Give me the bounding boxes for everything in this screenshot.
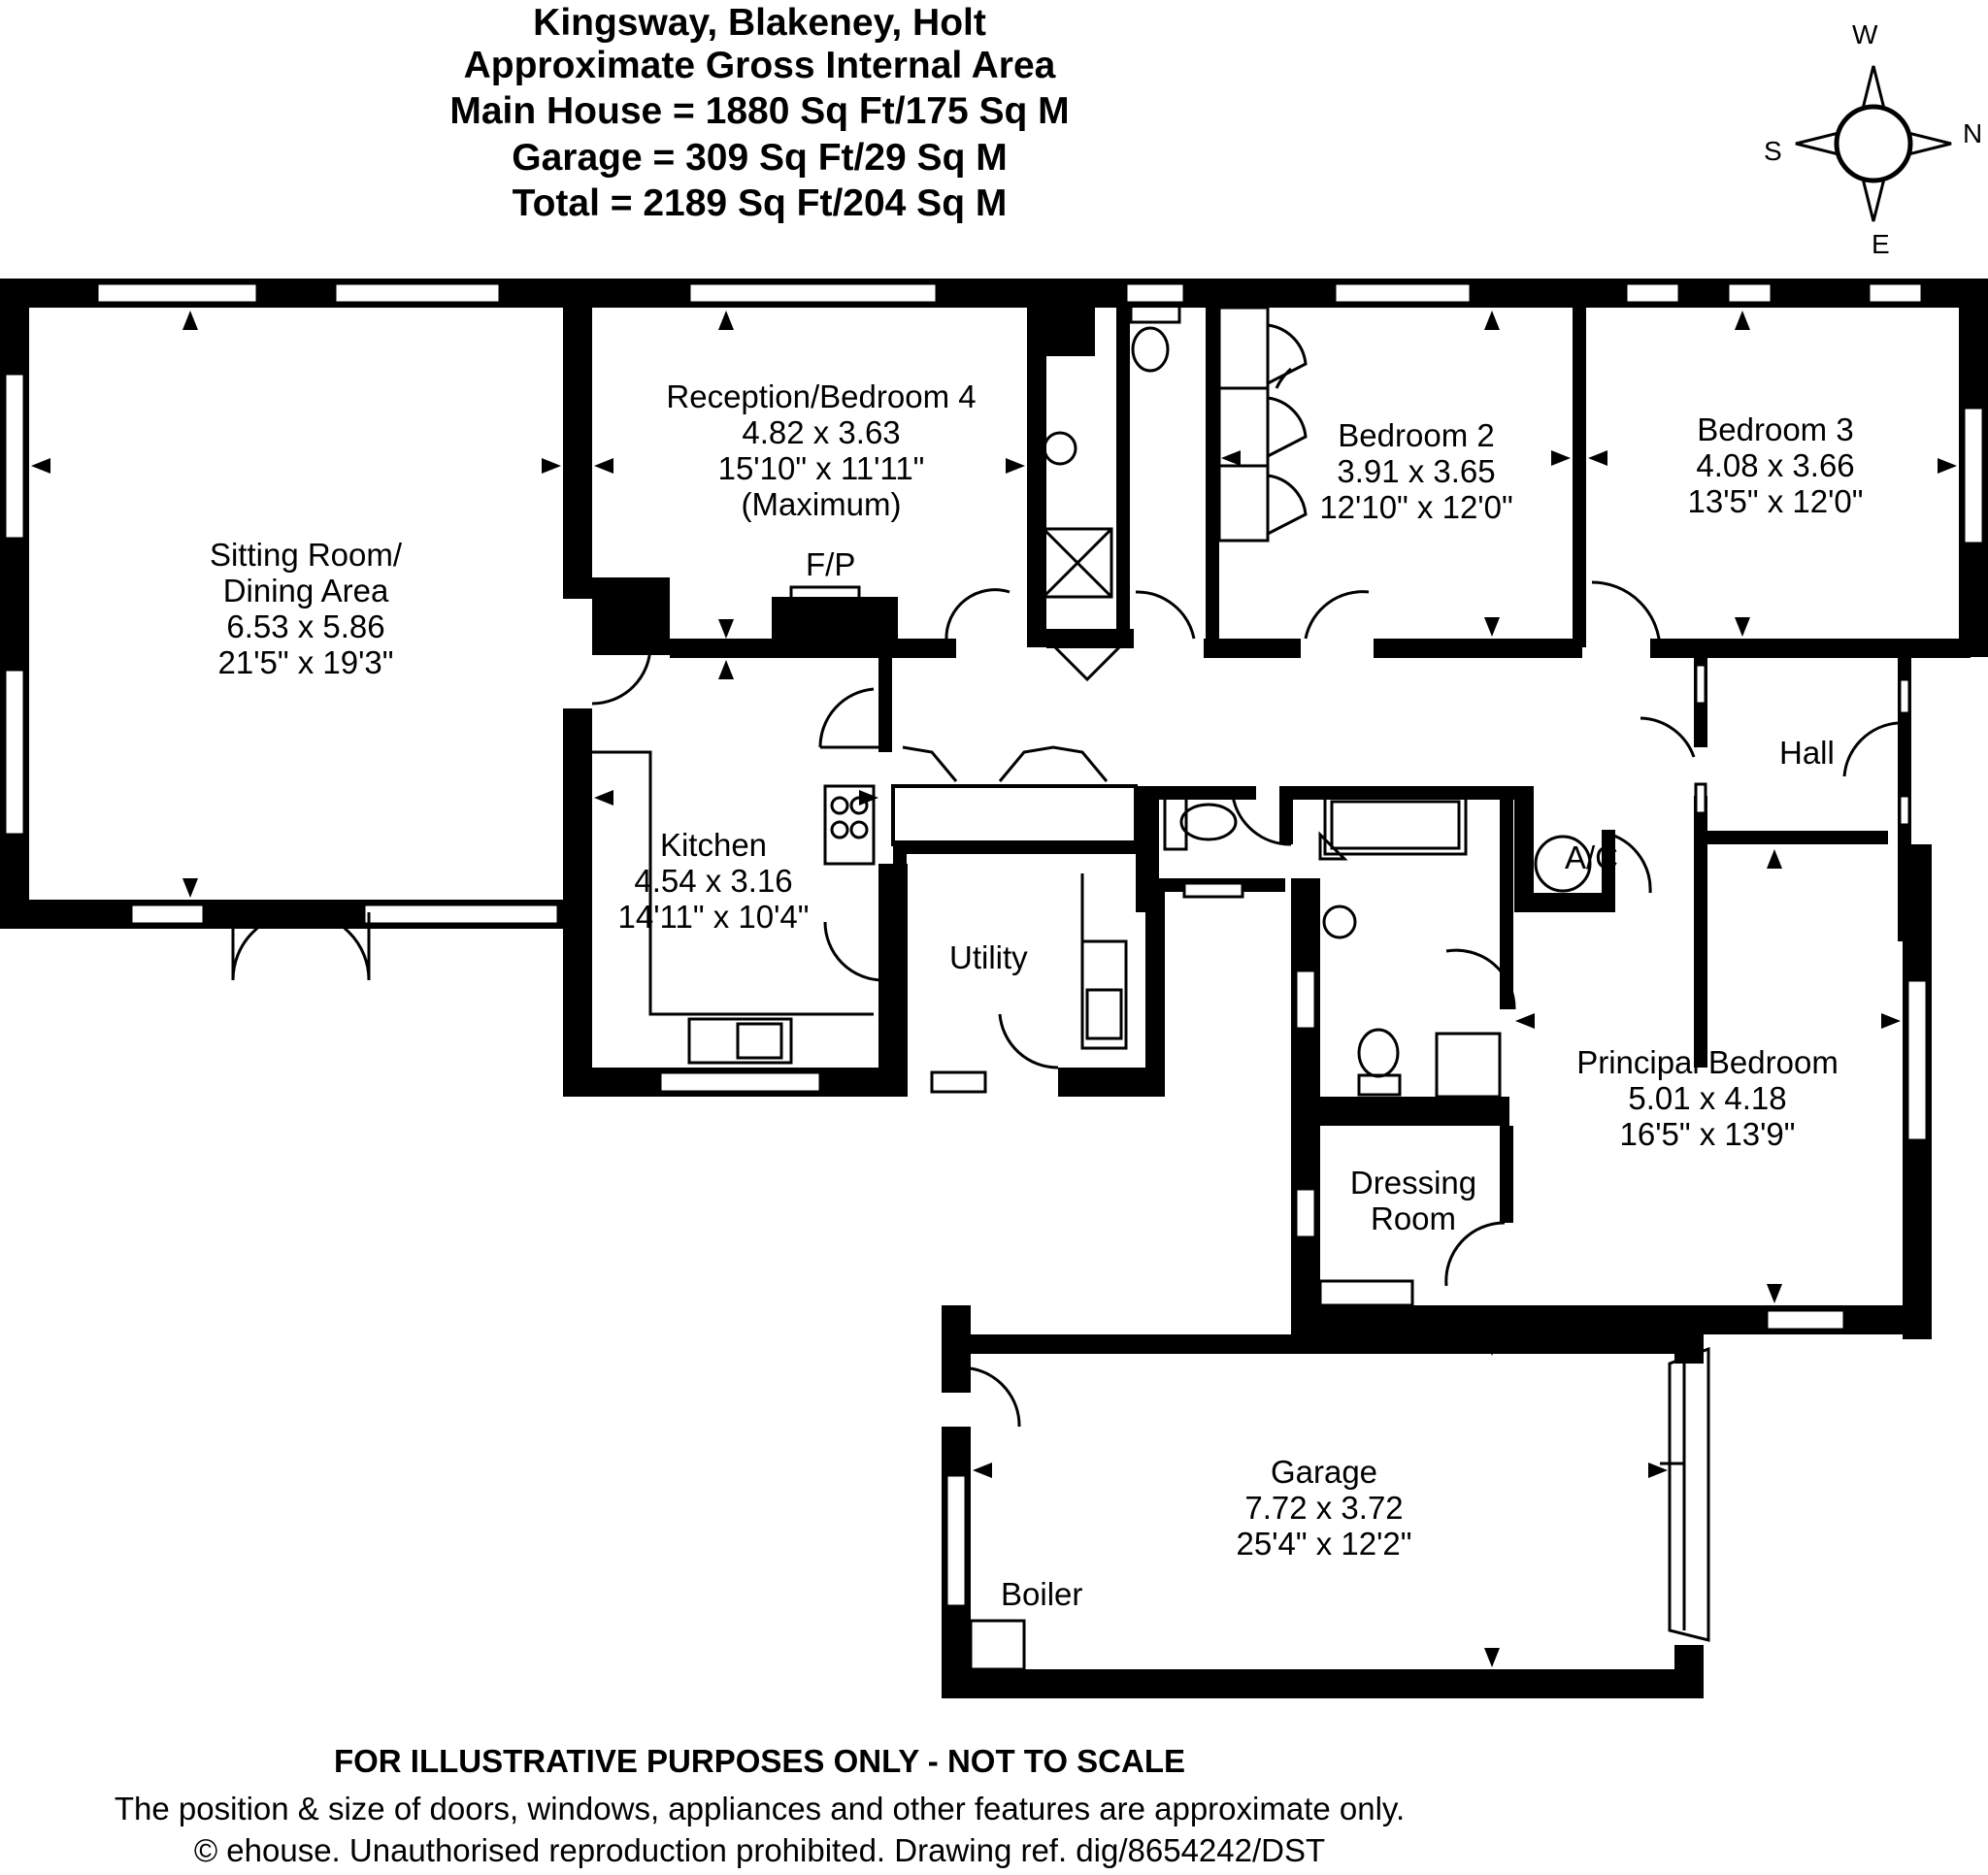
dimension-arrows <box>31 311 1957 1667</box>
windows <box>3 281 1985 1608</box>
room-bedroom-3: Bedroom 3 4.08 x 3.66 13'5" x 12'0" <box>1688 411 1864 519</box>
room-imperial: 15'10" x 11'11" <box>717 450 925 486</box>
total-area: Total = 2189 Sq Ft/204 Sq M <box>512 182 1008 224</box>
room-metric: 7.72 x 3.72 <box>1244 1490 1404 1526</box>
room-hall: Hall <box>1779 735 1835 771</box>
area-heading: Approximate Gross Internal Area <box>463 45 1056 86</box>
boiler-label: Boiler <box>1001 1576 1083 1612</box>
room-imperial: 21'5" x 19'3" <box>217 644 394 680</box>
room-metric: 4.08 x 3.66 <box>1696 447 1855 483</box>
room-bedroom-2: Bedroom 2 3.91 x 3.65 12'10" x 12'0" <box>1319 417 1512 525</box>
room-name: Dressing <box>1349 1165 1477 1201</box>
room-name: Dining Area <box>222 573 389 609</box>
copyright-text: © ehouse. Unauthorised reproduction proh… <box>193 1832 1326 1868</box>
garage-area: Garage = 309 Sq Ft/29 Sq M <box>512 137 1008 179</box>
room-imperial: 16'5" x 13'9" <box>1619 1116 1796 1152</box>
property-address: Kingsway, Blakeney, Holt <box>533 2 986 44</box>
room-name: Garage <box>1270 1454 1378 1490</box>
compass-rose <box>1795 65 1952 222</box>
room-sitting: Sitting Room/ Dining Area 6.53 x 5.86 21… <box>210 537 402 680</box>
room-name: Room <box>1370 1201 1457 1236</box>
room-name: Bedroom 3 <box>1697 411 1854 447</box>
room-note: (Maximum) <box>741 486 902 522</box>
fittings <box>592 301 1710 1671</box>
room-imperial: 25'4" x 12'2" <box>1236 1526 1412 1562</box>
room-imperial: 12'10" x 12'0" <box>1319 489 1513 525</box>
compass-s: S <box>1764 136 1782 166</box>
room-imperial: 13'5" x 12'0" <box>1687 483 1864 519</box>
room-metric: 3.91 x 3.65 <box>1337 453 1496 489</box>
ac-label: A/C <box>1565 839 1619 875</box>
compass-w: W <box>1852 19 1878 49</box>
compass-e: E <box>1872 229 1890 259</box>
room-metric: 6.53 x 5.86 <box>226 609 385 644</box>
room-metric: 4.54 x 3.16 <box>634 863 793 899</box>
main-house-area: Main House = 1880 Sq Ft/175 Sq M <box>449 90 1070 132</box>
room-name: Bedroom 2 <box>1338 417 1495 453</box>
room-name: Sitting Room/ <box>209 537 403 573</box>
room-name: Reception/Bedroom 4 <box>666 378 977 414</box>
room-utility: Utility <box>949 939 1028 975</box>
room-metric: 5.01 x 4.18 <box>1628 1080 1787 1116</box>
room-dressing: Dressing Room <box>1350 1165 1476 1236</box>
room-kitchen: Kitchen 4.54 x 3.16 14'11" x 10'4" <box>618 827 810 935</box>
room-reception: Reception/Bedroom 4 4.82 x 3.63 15'10" x… <box>666 378 976 522</box>
compass-n: N <box>1963 118 1983 148</box>
room-principal-bedroom: Principal Bedroom 5.01 x 4.18 16'5" x 13… <box>1576 1044 1839 1152</box>
fireplace-label: F/P <box>806 546 856 582</box>
room-name: Kitchen <box>659 827 768 863</box>
disclaimer-heading: FOR ILLUSTRATIVE PURPOSES ONLY - NOT TO … <box>333 1743 1186 1779</box>
room-imperial: 14'11" x 10'4" <box>617 899 810 935</box>
doors <box>231 367 1899 1428</box>
room-garage: Garage 7.72 x 3.72 25'4" x 12'2" <box>1237 1454 1412 1562</box>
room-metric: 4.82 x 3.63 <box>742 414 901 450</box>
disclaimer-text: The position & size of doors, windows, a… <box>114 1791 1406 1826</box>
room-name: Principal Bedroom <box>1576 1044 1839 1080</box>
